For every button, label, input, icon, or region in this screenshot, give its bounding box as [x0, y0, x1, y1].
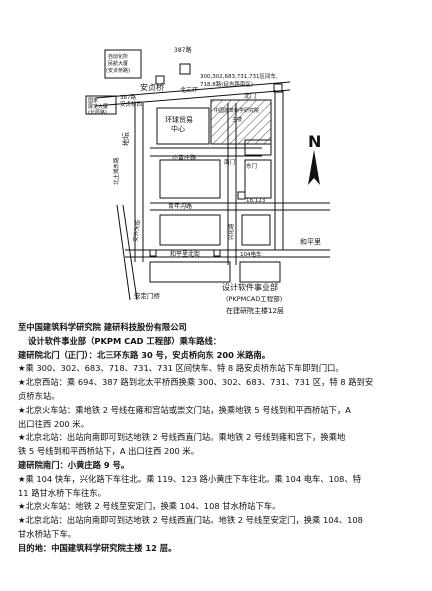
north-arrow-icon: N — [308, 132, 321, 185]
hotel-label-2: 中心 — [171, 124, 185, 133]
andingmen-bridge-label: 安定门桥 — [134, 291, 161, 300]
directions-heading: 至中国建筑科学研究院 建研科技股份有限公司 — [18, 322, 187, 332]
dir-line: 出口往西 200 米。 — [18, 418, 89, 429]
road-beitucheng-label: 北土城东路 — [112, 157, 120, 185]
academy-label-1: 中国建筑科学研究院 — [214, 107, 259, 114]
road-hepingli: 和平里北街 — [170, 250, 200, 258]
academy-label-2: 主楼 — [232, 116, 242, 123]
building-label-1: 自动化所 — [108, 53, 128, 60]
dir-line: 目的地：中国建筑科学研究院主楼 12 层。 — [18, 542, 177, 553]
dir-line: ★北京北站：出站向南即可到达地铁 2 号线西直门站。乘地铁 2 号线到雍和宫下，… — [18, 432, 346, 443]
road-north-third-ring: 北三环 — [180, 86, 198, 94]
title-dept: 设计软件事业部 — [222, 282, 278, 292]
bus-label-718: 718,8路(延吉路南区) — [200, 80, 253, 88]
dir-line: 建研院南门：小黄庄路 9 号。 — [18, 459, 130, 470]
dir-line: ★北京西站：乘 694、387 路到北太平桥西换乘 300、302、683、73… — [18, 377, 374, 388]
dir-line: ★北京火车站：地铁 2 号线至安定门，换乘 104、108 甘水桥站下车。 — [18, 501, 281, 512]
road-qingnian: 青年沟路 — [168, 202, 192, 210]
location-map: N 387路 300,302,683,731,731区间车, 718,8路(延吉… — [85, 46, 330, 315]
dir-line: 铁 5 号线到和平西桥站下，A 出口往西 200 米。 — [18, 446, 200, 457]
dir-line: 11 路甘水桥下车往东。 — [18, 487, 106, 498]
dir-line: 贞桥东站。 — [18, 390, 60, 401]
dir-line: ★乘 104 快车，兴化路下车往北。乘 119、123 路小黄庄下车往北。乘 1… — [18, 473, 362, 484]
bus-left-2: 安贞桥西 — [120, 100, 143, 108]
north-gate: 北门 — [244, 92, 256, 100]
dir-line: ★北京北站：出站向南即可到达地铁 2 号线西直门站。地铁 2 号线至安定门，换乘… — [18, 515, 363, 526]
grid-left-label: 地坛 — [121, 132, 130, 146]
title-sub: (PKPMCAD工程部) — [226, 294, 282, 303]
dir-line: ★北京火车站：乘地铁 2 号线在雍和宫站或崇文门站，换乘地铁 5 号线到和平西桥… — [18, 404, 351, 415]
bus-label-300: 300,302,683,731,731区间车, — [200, 72, 278, 80]
bus-104-label: 104电车 — [240, 250, 262, 258]
road-hepingli-east: 和平里 — [300, 237, 321, 246]
road-anwai-label: 安外大街 — [131, 219, 142, 242]
dir-line: 甘水桥站下车。 — [18, 528, 77, 539]
road-huanxing-label: 兴化路 — [227, 223, 235, 240]
north-label: N — [308, 132, 321, 151]
south-gate: 南门 — [224, 158, 235, 166]
bus-left-1: 387路 — [120, 93, 136, 101]
bus-18-label: 18,123 — [246, 198, 266, 204]
building-label-2: 民航大厦 — [108, 60, 128, 67]
directions-subheading: 设计软件事业部（PKPM CAD 工程部）乘车路线： — [28, 335, 222, 346]
title-loc: 在建研院主楼12层 — [226, 306, 284, 315]
directions-text: 至中国建筑科学研究院 建研科技股份有限公司 设计软件事业部（PKPM CAD 工… — [18, 321, 422, 556]
hotel-label-1: 环球贸易 — [165, 115, 193, 124]
road-small: 小黄庄路 — [172, 154, 196, 162]
building-label-3: (安贞桥路) — [106, 67, 130, 74]
east-gate: 东门 — [246, 162, 257, 170]
building2-label-3: (北辰路) — [88, 109, 107, 116]
building2-label-1: 国家 — [88, 97, 98, 104]
dir-line: ★乘 300、302、683、718、731、731 区间快车、特 8 路安贞桥… — [18, 363, 344, 374]
dir-line: 建研院北门（正门）：北三环东路 30 号，安贞桥向东 200 米路南。 — [18, 349, 270, 360]
building2-label-2: 展览大厦 — [88, 103, 108, 110]
road-anzhen-bridge: 安贞桥 — [140, 82, 164, 92]
bus-label-387: 387路 — [174, 46, 191, 54]
